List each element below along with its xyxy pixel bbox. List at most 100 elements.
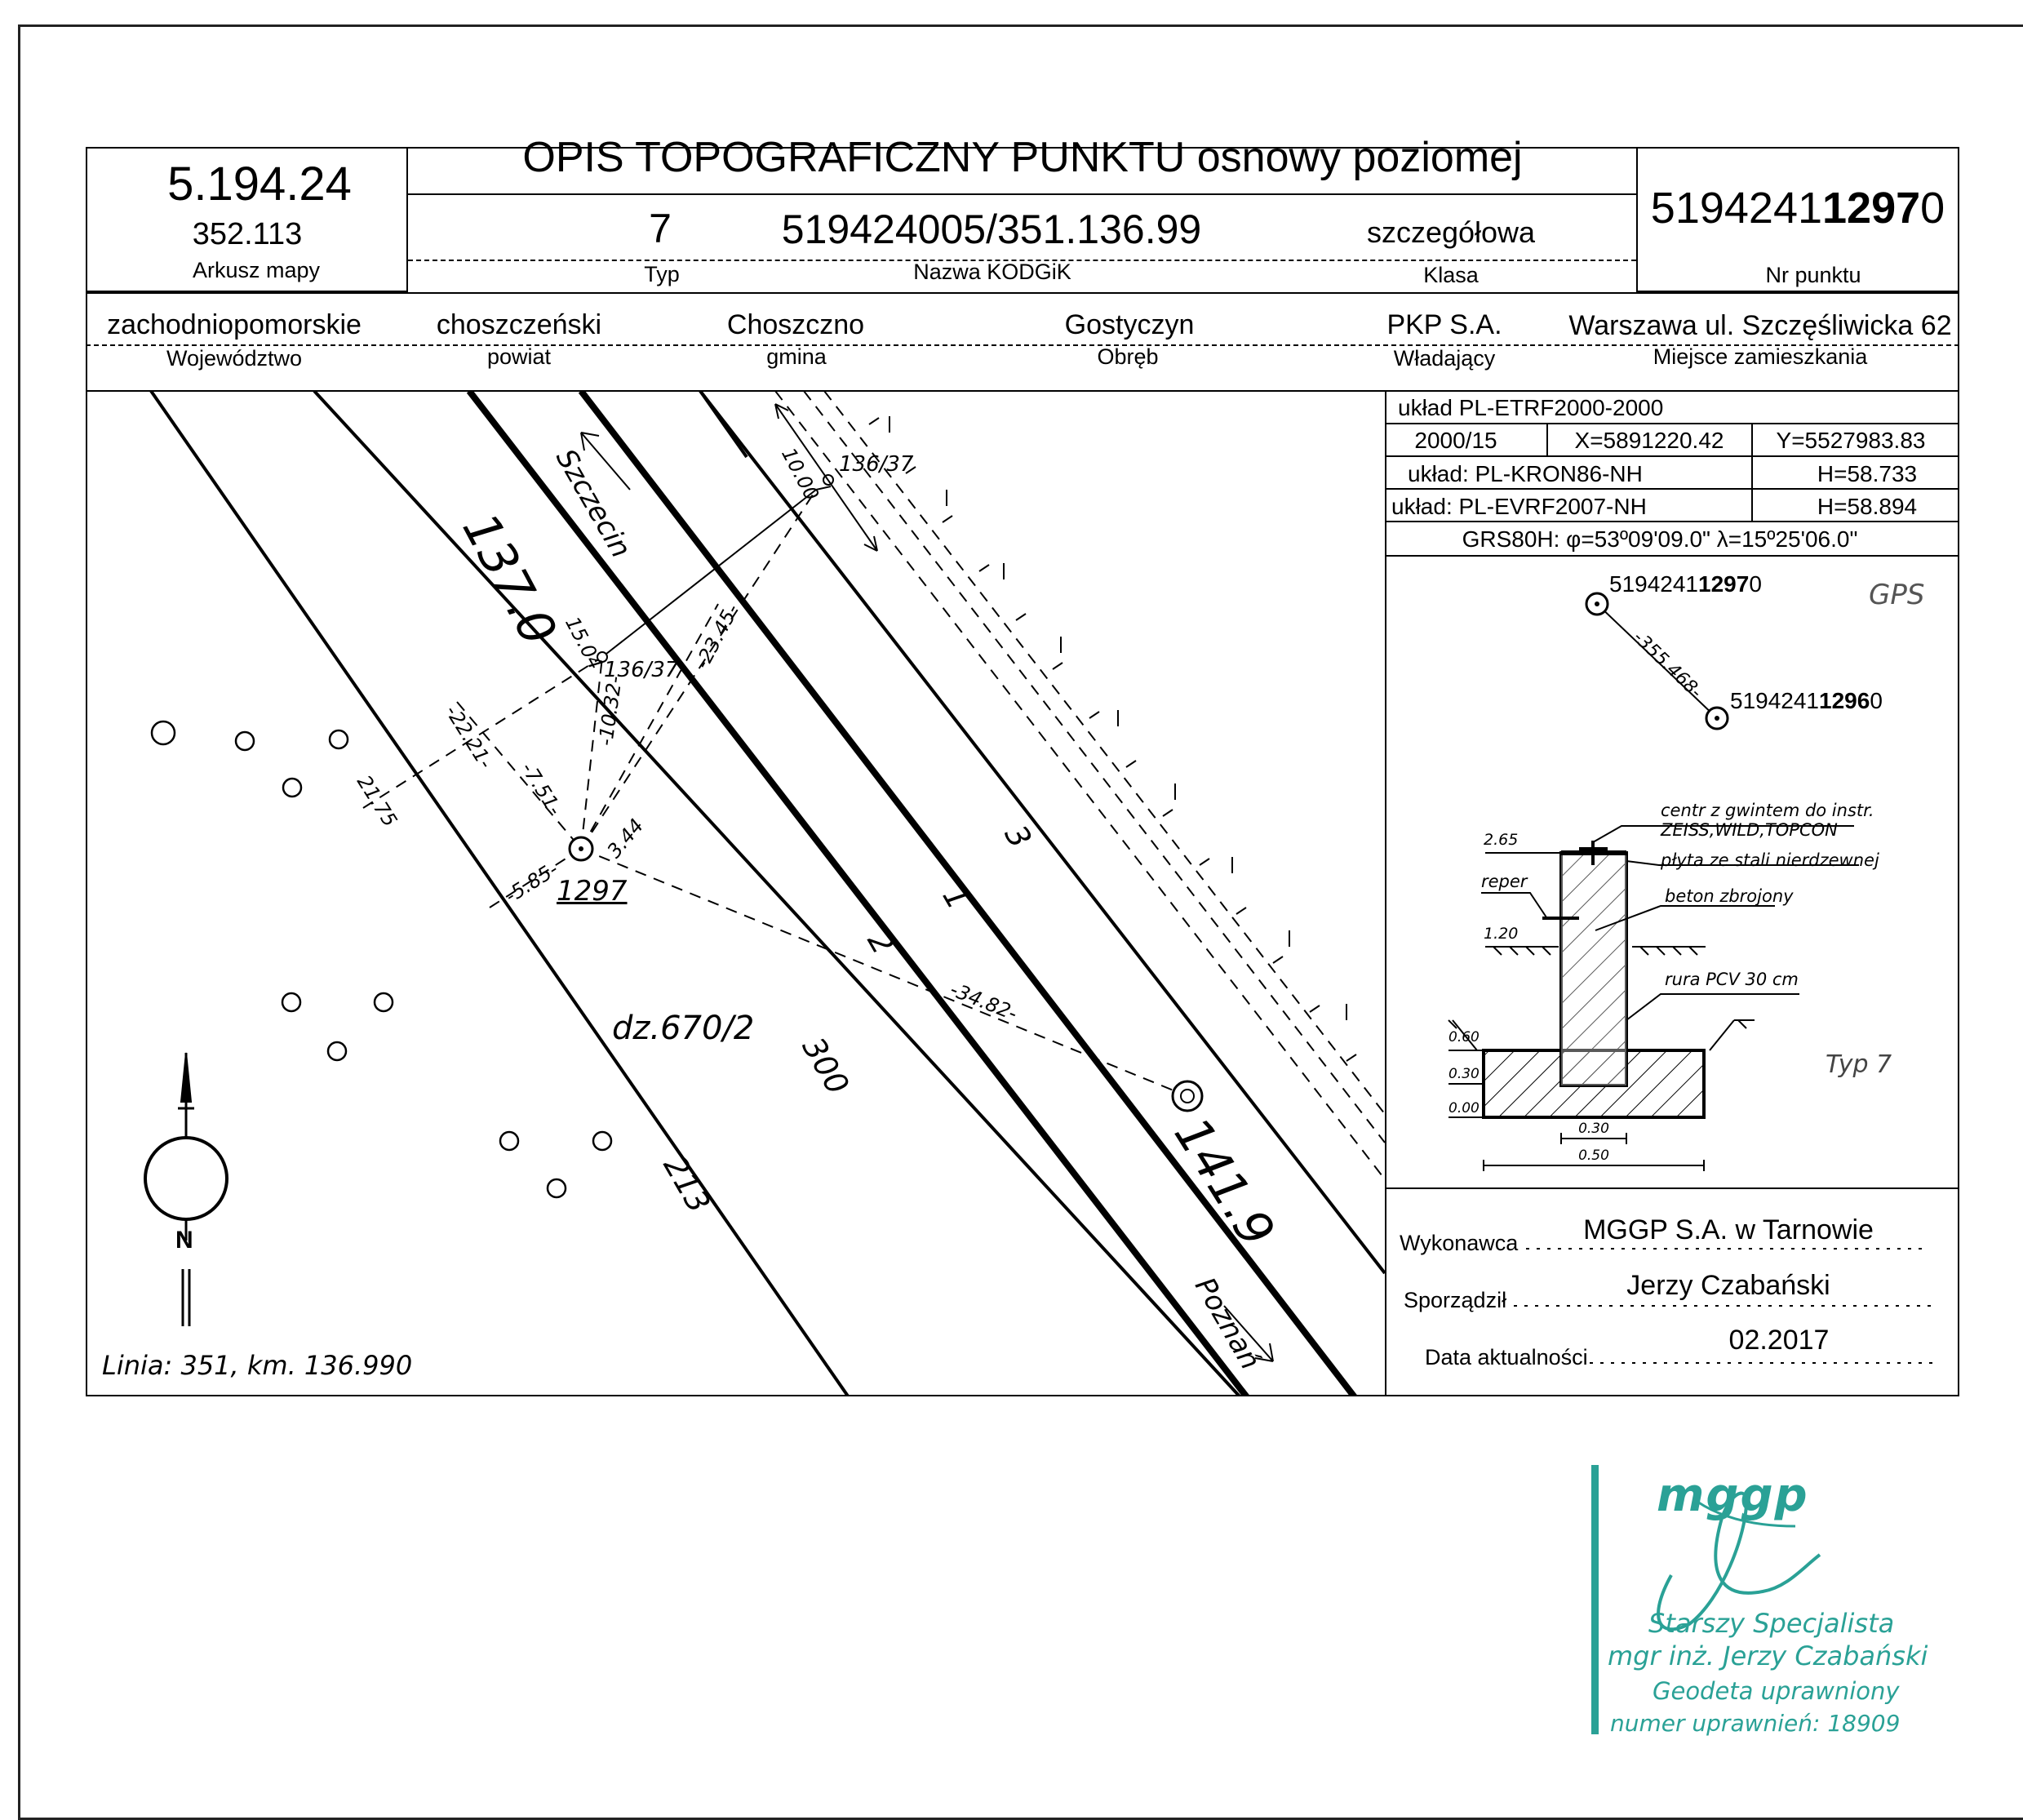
north-arrow xyxy=(144,1052,228,1326)
construction-drawing xyxy=(1448,825,1859,1171)
w030-label: 0.30 xyxy=(1578,1121,1609,1137)
stamp-line2: mgr inż. Jerzy Czabański xyxy=(1608,1640,1928,1671)
admin-bottom-line xyxy=(86,390,1959,392)
miejsce-value: Warszawa ul. Szczęśliwicka 62 xyxy=(1568,310,1952,341)
instruments-label: ZEISS,WILD,TOPCON xyxy=(1661,820,1838,840)
powiat-label: powiat xyxy=(486,344,552,369)
type-value: 7 xyxy=(649,206,672,251)
szczecin-arrow xyxy=(580,432,631,491)
ref-136-top-label: 136/37 xyxy=(839,452,914,477)
signature-top-line xyxy=(1385,1187,1959,1189)
parcel-label: dz.670/2 xyxy=(612,1010,755,1047)
type-label: Typ xyxy=(644,262,680,286)
track-line-2 xyxy=(466,391,1250,1396)
type7-label: Typ 7 xyxy=(1826,1050,1892,1079)
wykonawca-value: MGGP S.A. w Tarnowie xyxy=(1583,1214,1874,1245)
gps-point1-label: 519424112970 xyxy=(1609,573,1762,596)
h000-label: 0.00 xyxy=(1448,1100,1480,1116)
grs-value: GRS80H: φ=53º09'09.0" λ=15º25'06.0" xyxy=(1462,526,1858,552)
right-panel-divider xyxy=(1385,390,1386,1396)
form-title: OPIS TOPOGRAFICZNY PUNKTU osnowy poziome… xyxy=(522,134,1523,181)
coord-zone: 2000/15 xyxy=(1414,428,1497,453)
measure-line-b xyxy=(580,656,603,850)
evrf-h: H=58.894 xyxy=(1817,494,1918,519)
map-sheet-sub: 352.113 xyxy=(192,217,303,251)
form-frame xyxy=(86,147,1959,1396)
ref-point-136-mid xyxy=(597,651,608,663)
sporzadzil-value: Jerzy Czabański xyxy=(1626,1270,1830,1301)
coord-line-2 xyxy=(1385,455,1959,457)
dashed-line-1 xyxy=(774,391,1385,1180)
kron-h: H=58.733 xyxy=(1817,461,1918,486)
point-number-box xyxy=(1636,147,1959,292)
wladajacy-label: Władający xyxy=(1393,346,1496,371)
trees xyxy=(150,720,613,1199)
stamp-line3: Geodeta uprawniony xyxy=(1653,1677,1900,1705)
track-line-3 xyxy=(699,391,1385,1275)
point-number-bold: 1297 xyxy=(1822,184,1921,233)
map-sheet-code: 5.194.24 xyxy=(167,158,352,211)
point-number: 519424112970 xyxy=(1651,186,1945,230)
measure-line-c xyxy=(580,603,719,850)
h265-label: 2.65 xyxy=(1484,831,1519,849)
km-marker xyxy=(1171,1080,1204,1112)
header-dashed-line xyxy=(408,260,1636,261)
h120-label: 1.20 xyxy=(1484,925,1519,943)
plyta-label: płyta ze stali nierdzewnej xyxy=(1661,850,1879,870)
point-number-prefix: 5194241 xyxy=(1650,184,1823,233)
sporzadzil-label: Sporządził xyxy=(1404,1288,1507,1312)
h060-label: 0.60 xyxy=(1448,1029,1480,1045)
obreb-value: Gostyczyn xyxy=(1064,309,1195,340)
beton-label: beton zbrojony xyxy=(1665,886,1794,906)
miejsce-label: Miejsce zamieszkania xyxy=(1653,344,1868,369)
track-line-3-end xyxy=(699,391,748,459)
w050-label: 0.50 xyxy=(1578,1147,1609,1164)
data-value: 02.2017 xyxy=(1728,1325,1830,1356)
gps-label: GPS xyxy=(1869,579,1925,611)
evrf-label: układ: PL-EVRF2007-NH xyxy=(1391,494,1647,519)
measure-line-d xyxy=(580,848,1188,1097)
centr-label: centr z gwintem do instr. xyxy=(1661,801,1874,820)
wykonawca-label: Wykonawca xyxy=(1400,1231,1519,1255)
embankment-line-1 xyxy=(149,391,850,1396)
coord-line-4 xyxy=(1385,521,1959,522)
point-1297-label: 1297 xyxy=(557,875,628,908)
admin-top-line xyxy=(86,292,1959,294)
rura-label: rura PCV 30 cm xyxy=(1665,970,1799,989)
class-label: Klasa xyxy=(1423,263,1479,287)
coord-line-1 xyxy=(1385,423,1959,424)
wojewodztwo-value: zachodniopomorskie xyxy=(107,309,362,340)
ref-136-mid-label: 136/37 xyxy=(604,658,679,682)
point-1297-center xyxy=(579,846,583,851)
gps-point1-suffix: 0 xyxy=(1749,571,1762,597)
poznan-arrow xyxy=(1223,1305,1274,1362)
stamp-line1: Starszy Specjalista xyxy=(1648,1608,1895,1639)
kodgik-label: Nazwa KODGiK xyxy=(913,260,1071,284)
stamp-graphics xyxy=(1591,1465,1821,1734)
sketch xyxy=(144,391,1385,1396)
admin-dashed-line xyxy=(86,344,1959,346)
wojewodztwo-label: Województwo xyxy=(166,346,303,371)
measure-line-f xyxy=(456,701,582,850)
wladajacy-value: PKP S.A. xyxy=(1386,309,1502,340)
map-sheet-label: Arkusz mapy xyxy=(192,258,321,282)
dashed-line-2 xyxy=(803,391,1385,1143)
gmina-label: gmina xyxy=(766,344,827,369)
h030-label: 0.30 xyxy=(1448,1066,1480,1082)
point-label: Nr punktu xyxy=(1765,263,1861,287)
dim-1000-arrow xyxy=(774,403,878,552)
km-marker-inner xyxy=(1180,1089,1195,1103)
coord-col-2 xyxy=(1751,423,1753,521)
gps-point2-suffix: 0 xyxy=(1870,688,1883,713)
fence-ticks xyxy=(868,416,1357,1062)
gps-diagram xyxy=(1585,592,1729,730)
coord-col-1 xyxy=(1546,423,1548,455)
embankment-line-2 xyxy=(313,391,1241,1396)
map-sheet-box xyxy=(86,147,408,292)
title-underline xyxy=(408,193,1636,195)
coord-x: X=5891220.42 xyxy=(1574,428,1724,453)
north-label: N xyxy=(175,1227,193,1254)
base-line xyxy=(601,489,817,658)
gps-point1-bold: 1297 xyxy=(1698,571,1750,597)
drawing xyxy=(144,391,1934,1734)
